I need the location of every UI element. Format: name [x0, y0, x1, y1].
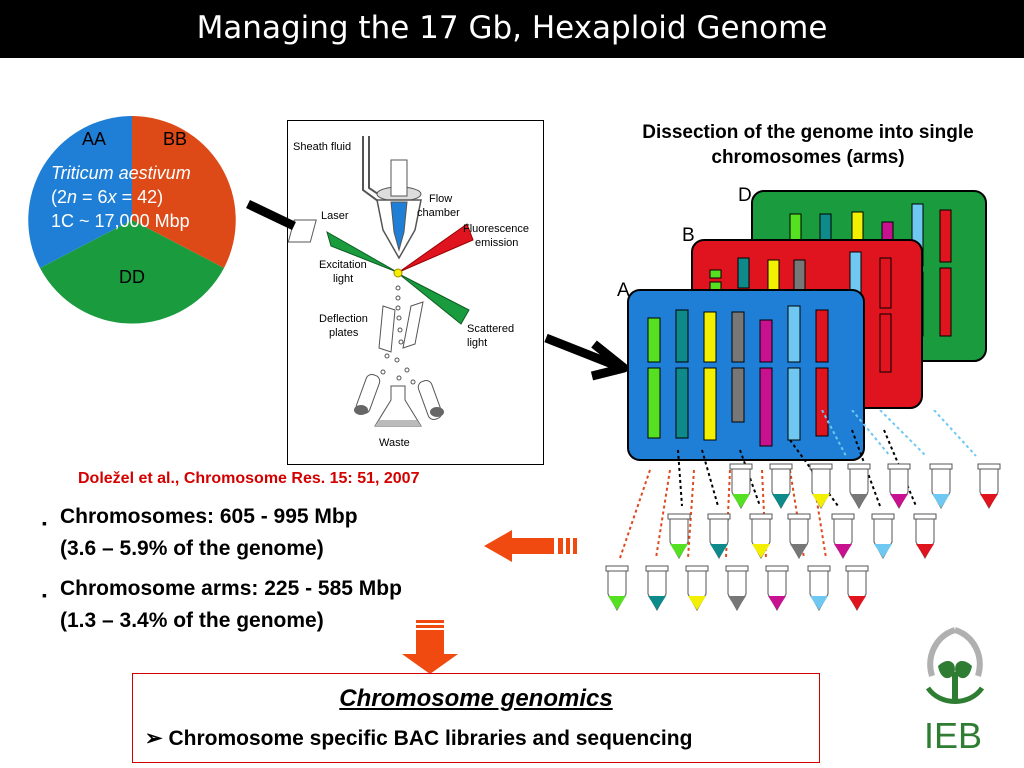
ploidy-formula: (2n = 6x = 42) — [51, 187, 164, 207]
down-orange-arrow — [402, 620, 458, 674]
pie-slice-dd — [40, 220, 224, 324]
tube-b-7 — [913, 513, 937, 560]
tube-b-5 — [831, 513, 855, 560]
droplet-stream — [380, 285, 416, 385]
tube-a-2 — [645, 565, 669, 612]
tube-a-4 — [725, 565, 749, 612]
tube-d-7 — [977, 463, 1001, 510]
tube-b-3 — [749, 513, 773, 560]
label-fluorescence-2: emission — [475, 237, 518, 249]
tube-a-1 — [605, 565, 629, 612]
label-excitation-2: light — [333, 273, 353, 285]
label-scattered-1: Scattered — [467, 323, 514, 335]
citation: Doležel et al., Chromosome Res. 15: 51, … — [78, 470, 420, 487]
slide-title: Managing the 17 Gb, Hexaploid Genome — [196, 10, 828, 46]
label-flow-2: chamber — [417, 207, 460, 219]
label-flow-1: Flow — [429, 193, 452, 205]
black-arrows — [246, 199, 629, 381]
deck-label-a: A — [617, 280, 630, 301]
tube-d-4 — [847, 463, 871, 510]
label-laser: Laser — [321, 210, 349, 222]
title-bar: Managing the 17 Gb, Hexaploid Genome — [0, 0, 1024, 58]
genomics-heading: Chromosome genomics — [339, 685, 613, 712]
label-deflection-1: Deflection — [319, 313, 368, 325]
logo-text: IEB — [924, 715, 983, 756]
label-waste: Waste — [379, 437, 410, 449]
tube-b-1 — [667, 513, 691, 560]
tube-a-7 — [845, 565, 869, 612]
tube-b-4 — [787, 513, 811, 560]
pie-slice-bb — [132, 116, 236, 268]
deck-label-b: B — [682, 225, 695, 246]
ieb-logo-icon — [925, 627, 985, 704]
pie-label-dd: DD — [119, 267, 145, 287]
deck-label-d: D — [738, 185, 752, 206]
pie-slice-aa — [28, 116, 132, 268]
tube-d-2 — [769, 463, 793, 510]
tube-a-6 — [807, 565, 831, 612]
dissection-heading: Dissection of the genome into single chr… — [642, 122, 974, 168]
chromosome-decks — [627, 190, 987, 461]
label-excitation-1: Excitation — [319, 259, 367, 271]
label-fluorescence-1: Fluorescence — [463, 223, 529, 235]
pie-label-aa: AA — [82, 129, 107, 149]
tube-a-5 — [765, 565, 789, 612]
deck-a-chromosomes — [647, 305, 829, 447]
left-collection-tube — [354, 374, 381, 415]
tube-d-5 — [887, 463, 911, 510]
label-sheath-fluid: Sheath fluid — [293, 141, 351, 153]
label-scattered-2: light — [467, 337, 487, 349]
dotted-arrows — [619, 410, 977, 559]
tube-rows — [605, 463, 1001, 612]
tube-a-3 — [685, 565, 709, 612]
chromosome-genomics-box: Chromosome genomics ➢ Chromosome specifi… — [132, 673, 820, 763]
right-collection-tube — [417, 380, 444, 420]
sorted-tubes — [605, 410, 1001, 612]
tube-b-2 — [707, 513, 731, 560]
left-orange-arrow — [484, 530, 577, 562]
pie-label-bb: BB — [163, 129, 188, 149]
arrow-bullet-icon: ➢ — [145, 727, 163, 750]
label-deflection-2: plates — [329, 327, 359, 339]
genomics-item: ➢ Chromosome specific BAC libraries and … — [145, 727, 693, 750]
genome-size: 1C ~ 17,000 Mbp — [51, 211, 190, 231]
genome-pie — [28, 116, 236, 324]
intersection-point — [393, 268, 403, 278]
tube-d-6 — [929, 463, 953, 510]
species-name: Triticum aestivum — [51, 163, 191, 183]
flow-cytometer-diagram: Sheath fluid Flow chamber Laser Fluoresc… — [287, 120, 544, 465]
tube-b-6 — [871, 513, 895, 560]
tube-d-1 — [729, 463, 753, 510]
tube-d-3 — [809, 463, 833, 510]
